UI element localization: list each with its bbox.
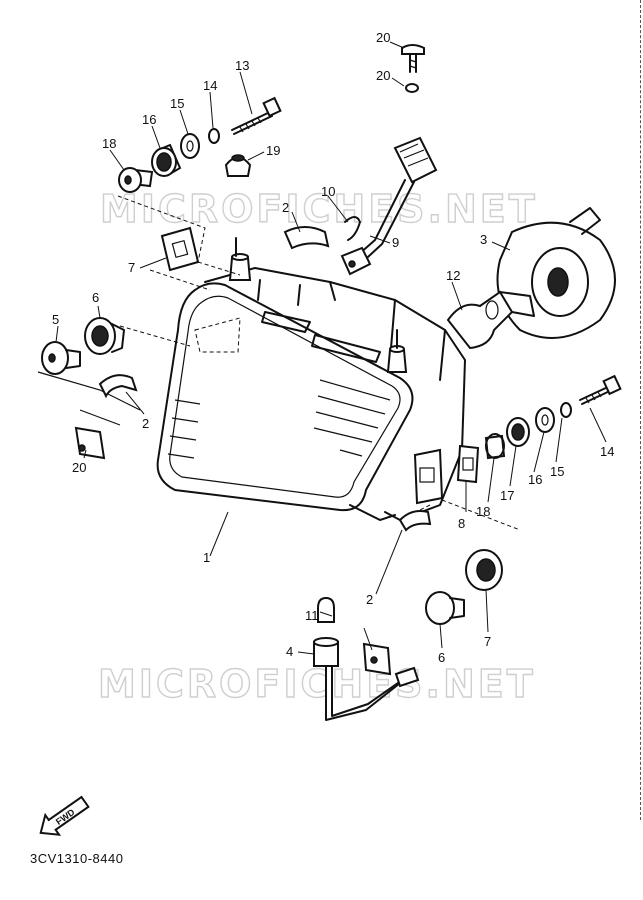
callout-1: 1 <box>203 550 210 565</box>
callout-7-right: 8 <box>458 516 465 531</box>
callout-5-right: 6 <box>438 650 445 665</box>
collar-5-left <box>41 341 81 375</box>
callout-18: 20 <box>376 30 390 45</box>
collar-16-top <box>118 167 154 193</box>
square-damper-7-top <box>160 226 200 272</box>
nut-20-bottom <box>362 642 392 676</box>
leader-lines <box>55 41 607 655</box>
callout-19: 20 <box>376 68 390 83</box>
grommet-17 <box>224 154 252 177</box>
position-socket-4 <box>313 637 420 721</box>
callout-numbers: 13 14 15 16 18 19 7 2 10 9 20 20 3 12 14… <box>52 30 614 665</box>
callout-4: 4 <box>286 644 293 659</box>
callout-13-top: 14 <box>203 78 217 93</box>
clip-2-top <box>283 226 330 250</box>
callout-17: 19 <box>266 143 280 158</box>
callout-6-left: 6 <box>92 290 99 305</box>
diagram-code: 3CV1310-8440 <box>30 851 124 866</box>
lock-washer-13-right <box>560 402 572 418</box>
lock-washer-13-top <box>208 128 220 144</box>
washer-14-top <box>180 133 200 159</box>
callout-10: 11 <box>305 608 319 623</box>
callout-2-left: 2 <box>142 416 149 431</box>
bulb-11 <box>446 290 535 350</box>
callout-11: 12 <box>446 268 460 283</box>
nut-20-left <box>74 426 106 460</box>
damper-15-right <box>506 417 530 447</box>
callout-15-top: 16 <box>142 112 156 127</box>
damper-6-left <box>84 317 125 355</box>
washer-19 <box>405 83 419 93</box>
callout-9: 10 <box>321 184 335 199</box>
callout-2-bottom: 2 <box>366 592 373 607</box>
callout-6-right: 7 <box>484 634 491 649</box>
callout-2-top: 2 <box>282 200 289 215</box>
callout-13-right: 15 <box>550 464 564 479</box>
bolt-12-right <box>579 374 622 405</box>
callout-8: 9 <box>392 235 399 250</box>
callout-12-right: 14 <box>600 444 614 459</box>
watermark-top: MICROFICHES.NET <box>100 187 538 231</box>
collar-5-right <box>425 591 465 625</box>
page-edge <box>638 0 641 820</box>
damper-6-right <box>465 549 503 591</box>
callout-16-right: 18 <box>476 504 490 519</box>
callout-14-top: 15 <box>170 96 184 111</box>
callout-16-top: 18 <box>102 136 116 151</box>
clip-2-bottom <box>398 510 432 532</box>
callout-14-right: 16 <box>528 472 542 487</box>
clip-2-left <box>98 374 138 399</box>
socket-connector-8 <box>340 136 438 276</box>
headlight-housing <box>156 237 466 521</box>
callout-5-left: 5 <box>52 312 59 327</box>
bolt-12-top <box>231 96 282 135</box>
damper-15-top <box>151 143 182 177</box>
callout-20-left: 20 <box>72 460 86 475</box>
screw-18 <box>401 44 425 73</box>
square-damper-7-right <box>456 444 480 484</box>
clip-9 <box>344 216 361 241</box>
washer-14-right <box>535 407 555 433</box>
position-bulb-10 <box>317 596 335 623</box>
collar-16-right <box>484 433 506 460</box>
callout-7-left: 7 <box>128 260 135 275</box>
callout-12-top: 13 <box>235 58 249 73</box>
callout-15-right: 17 <box>500 488 514 503</box>
watermark-bottom: MICROFICHES.NET <box>98 662 536 706</box>
callout-3: 3 <box>480 232 487 247</box>
bulb-socket-cover-3 <box>496 207 616 339</box>
fwd-arrow-icon: FWD <box>39 795 90 836</box>
